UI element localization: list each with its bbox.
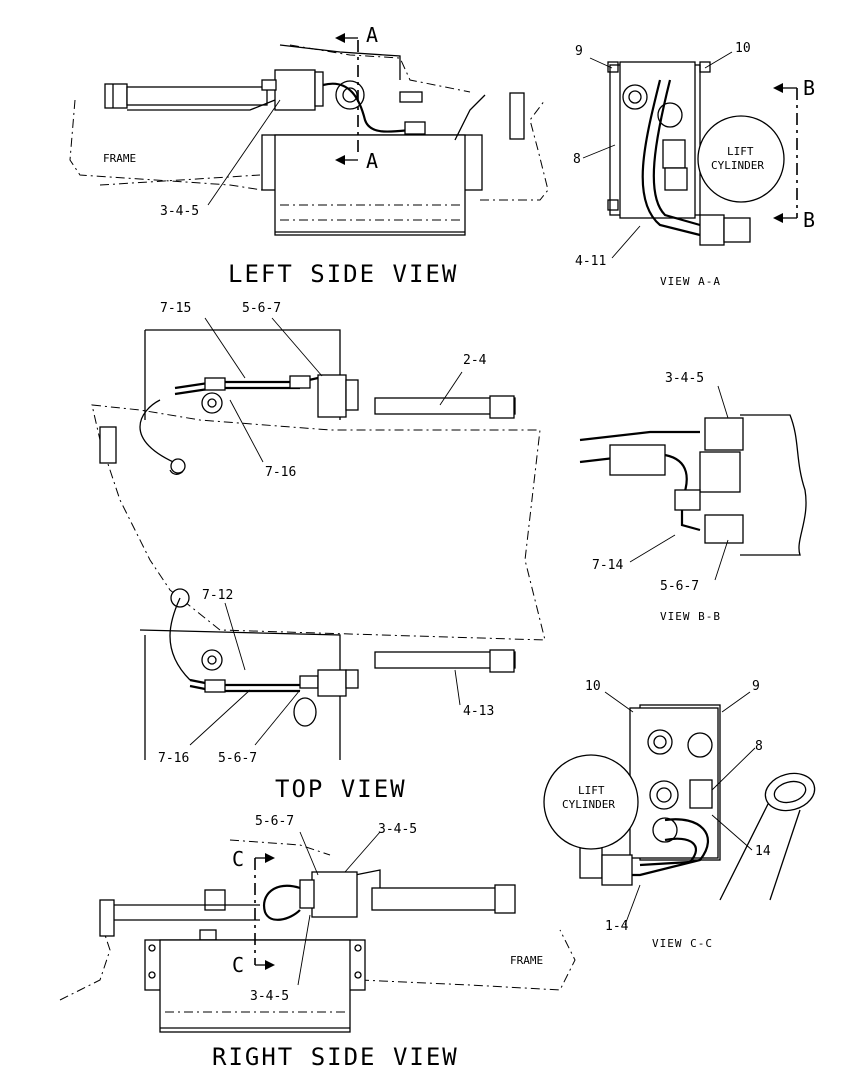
view-b-b-title: VIEW B-B	[660, 610, 721, 623]
top-callout-7-16-upper: 7-16	[265, 465, 296, 480]
view-b-b-callout-5-6-7: 5-6-7	[660, 579, 699, 594]
top-callout-4-13: 4-13	[463, 704, 494, 719]
view-a-a: LIFT CYLINDER 9 10 8 4-11 B B VIEW A-A	[573, 41, 815, 288]
view-c-c-cylinder-label-2: CYLINDER	[562, 798, 615, 811]
view-c-c-callout-1-4: 1-4	[605, 919, 629, 934]
view-c-c: LIFT CYLINDER 10 9 8 14 1-4 VIEW C-C	[543, 679, 816, 950]
left-callout-3-4-5: 3-4-5	[160, 204, 199, 219]
section-b-bottom-label: B	[803, 208, 815, 232]
view-a-a-callout-8: 8	[573, 152, 581, 167]
right-frame-label: FRAME	[510, 954, 543, 967]
view-a-a-callout-4-11: 4-11	[575, 254, 606, 269]
section-b-top-label: B	[803, 76, 815, 100]
section-c-bottom-label: C	[232, 953, 244, 977]
section-a-top-label: A	[366, 23, 378, 47]
view-c-c-callout-14: 14	[755, 844, 771, 859]
view-c-c-callout-8: 8	[755, 739, 763, 754]
top-callout-5-6-7-lower: 5-6-7	[218, 751, 257, 766]
top-callout-5-6-7-upper: 5-6-7	[242, 301, 281, 316]
top-view-title: TOP VIEW	[275, 775, 407, 803]
top-view: 7-15 5-6-7 2-4 7-16 7-12 4-13 7-16 5-6-7…	[91, 301, 546, 803]
right-side-view: C C 5-6-7 3-4-5 3-4-5 FRAME RIGHT SIDE V…	[59, 814, 576, 1071]
right-callout-5-6-7: 5-6-7	[255, 814, 294, 829]
view-c-c-callout-9: 9	[752, 679, 760, 694]
view-a-a-cylinder-label-2: CYLINDER	[711, 159, 764, 172]
view-c-c-title: VIEW C-C	[652, 937, 713, 950]
section-a-bottom-label: A	[366, 149, 378, 173]
top-callout-2-4: 2-4	[463, 353, 487, 368]
top-callout-7-12: 7-12	[202, 588, 233, 603]
left-side-view: A A FRAME 3-4-5 LEFT SIDE VIEW	[69, 23, 549, 288]
view-a-a-callout-9: 9	[575, 44, 583, 59]
top-callout-7-16-lower: 7-16	[158, 751, 189, 766]
section-c-top-label: C	[232, 847, 244, 871]
view-a-a-cylinder-label-1: LIFT	[727, 145, 754, 158]
left-frame-label: FRAME	[103, 152, 136, 165]
view-c-c-cylinder-label-1: LIFT	[578, 784, 605, 797]
view-a-a-callout-10: 10	[735, 41, 751, 56]
top-callout-7-15: 7-15	[160, 301, 191, 316]
view-b-b: 3-4-5 7-14 5-6-7 VIEW B-B	[579, 371, 807, 623]
right-side-view-title: RIGHT SIDE VIEW	[212, 1043, 459, 1071]
view-b-b-callout-3-4-5: 3-4-5	[665, 371, 704, 386]
view-a-a-title: VIEW A-A	[660, 275, 721, 288]
view-c-c-callout-10: 10	[585, 679, 601, 694]
view-b-b-callout-7-14: 7-14	[592, 558, 623, 573]
right-callout-3-4-5-bottom: 3-4-5	[250, 989, 289, 1004]
right-callout-3-4-5-top: 3-4-5	[378, 822, 417, 837]
left-side-view-title: LEFT SIDE VIEW	[228, 260, 458, 288]
